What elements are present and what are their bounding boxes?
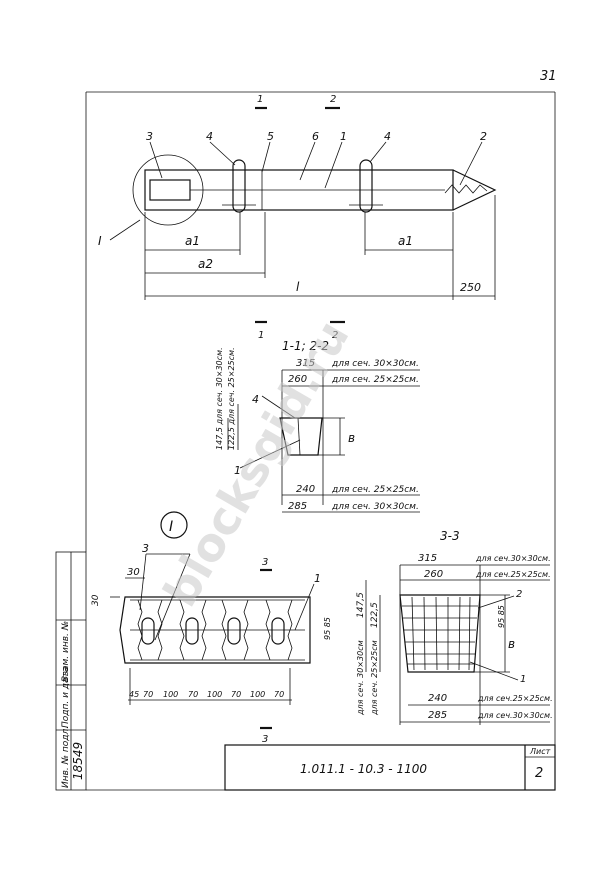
section-3-3-title: 3-3 [440, 529, 460, 543]
section-mark-1-bottom: 1 [258, 330, 264, 341]
side-stamp: Инв. № подл. Подп. и дата Взам. инв. № 1… [55, 551, 87, 791]
s33-height: в [508, 637, 515, 651]
detail-dim-3: 70 [188, 690, 198, 699]
s12-vert-dim-1: 147,5 для сеч. 30×30см. [215, 347, 224, 450]
detail-bottom-dims: 45 70 100 70 100 70 100 70 [129, 690, 284, 699]
detail-right-dim: 95 85 [323, 617, 332, 640]
s33-left-note-2: для сеч. 25×25см [370, 640, 379, 716]
detail-I-title: I [169, 519, 173, 535]
section-3-3: 3-3 315 для сеч.30×30см. 260 для сеч.25×… [356, 529, 553, 725]
section-1-2: 1-1; 2-2 315 для сеч. 30×30см. 260 для с… [215, 339, 420, 513]
callout-1: 1 [340, 130, 347, 143]
s33-note-315: для сеч.30×30см. [475, 554, 551, 563]
detail-section-mark-bottom: 3 [262, 734, 268, 745]
callout-5: 5 [267, 130, 274, 143]
s33-callout-2: 2 [516, 589, 522, 600]
s12-vert-dim-2: 122,5 для сеч. 25×25см. [227, 347, 236, 450]
s12-callout-4: 4 [252, 393, 259, 406]
s12-note-240: для сеч. 25×25см. [331, 485, 419, 495]
s33-note-240: для сеч.25×25см. [477, 694, 553, 703]
s33-note-260: для сеч.25×25см. [475, 570, 551, 579]
detail-dim-1: 70 [143, 690, 153, 699]
detail-dim-4: 100 [207, 690, 222, 699]
s12-height: в [348, 431, 355, 445]
s12-callout-1: 1 [234, 464, 241, 477]
detail-dim-6: 100 [250, 690, 265, 699]
stamp-replace-label: Взам. инв. № [61, 621, 71, 682]
dim-a1-left: a1 [185, 234, 200, 248]
s33-vert-dim-1: 147,5 [356, 592, 366, 618]
s12-dim-240: 240 [296, 484, 315, 495]
s33-note-285: для сеч.30×30см. [477, 711, 553, 720]
s33-vert-dim-2: 122,5 [370, 602, 380, 628]
s12-dim-285: 285 [288, 501, 307, 512]
stamp-inv-label: Инв. № подл. [61, 726, 71, 788]
sheet-number: 2 [535, 766, 543, 781]
callout-4-left: 4 [206, 130, 213, 143]
section-mark-2-bottom: 2 [332, 330, 338, 341]
s12-note-260: для сеч. 25×25см. [331, 375, 419, 385]
detail-side-dim: 30 [91, 594, 101, 606]
detail-dim-0: 45 [129, 690, 139, 699]
detail-I: I 3 3 3 1 30 30 95 85 45 [91, 511, 332, 745]
detail-top-dim: 30 [127, 567, 140, 578]
detail-callout-3: 3 [142, 542, 149, 555]
callout-3: 3 [146, 130, 153, 143]
s33-callout-1: 1 [520, 674, 526, 685]
detail-mark: I [98, 234, 102, 248]
drawing-code: 1.011.1 - 10.3 - 1100 [300, 762, 427, 776]
s33-inner-dim: 95 85 [497, 605, 506, 628]
s12-note-285: для сеч. 30×30см. [331, 502, 419, 512]
detail-dim-7: 70 [274, 690, 284, 699]
detail-section-mark-top: 3 [262, 557, 268, 568]
section-mark-2-top: 2 [330, 94, 336, 105]
dim-tip: 250 [460, 281, 481, 294]
s33-dim-285: 285 [428, 710, 447, 721]
s33-left-note-1: для сеч. 30×30см [356, 640, 365, 716]
callout-2: 2 [480, 130, 487, 143]
dim-l: l [296, 280, 300, 294]
section-mark-1-top: 1 [257, 94, 263, 105]
s33-rebar-grid [402, 596, 478, 671]
section-1-2-title: 1-1; 2-2 [282, 339, 329, 353]
s12-dim-260: 260 [288, 374, 307, 385]
dim-a1-right: a1 [398, 234, 413, 248]
callout-4-right: 4 [384, 130, 391, 143]
title-block: 1.011.1 - 10.3 - 1100 Лист 2 [224, 744, 556, 791]
s33-dim-315: 315 [418, 553, 437, 564]
detail-dim-2: 100 [163, 690, 178, 699]
s33-dim-260: 260 [424, 569, 443, 580]
stamp-sign-label: Подп. и дата [61, 667, 71, 728]
dim-a2: a2 [198, 257, 213, 271]
s33-dim-240: 240 [428, 693, 447, 704]
detail-circle [132, 154, 204, 226]
inventory-number: 18549 [71, 742, 85, 780]
detail-dim-5: 70 [231, 690, 241, 699]
s12-note-315: для сеч. 30×30см. [331, 359, 419, 369]
sheet-label: Лист [529, 747, 551, 756]
s12-dim-315: 315 [296, 358, 315, 369]
callout-6: 6 [312, 130, 319, 143]
page-number: 31 [540, 69, 557, 84]
watermark: blocksgid.ru [153, 311, 360, 615]
pile-main-view: I 3 4 5 6 1 4 2 1 2 1 2 a1 a1 [98, 94, 497, 341]
detail-callout-1: 1 [314, 572, 321, 585]
